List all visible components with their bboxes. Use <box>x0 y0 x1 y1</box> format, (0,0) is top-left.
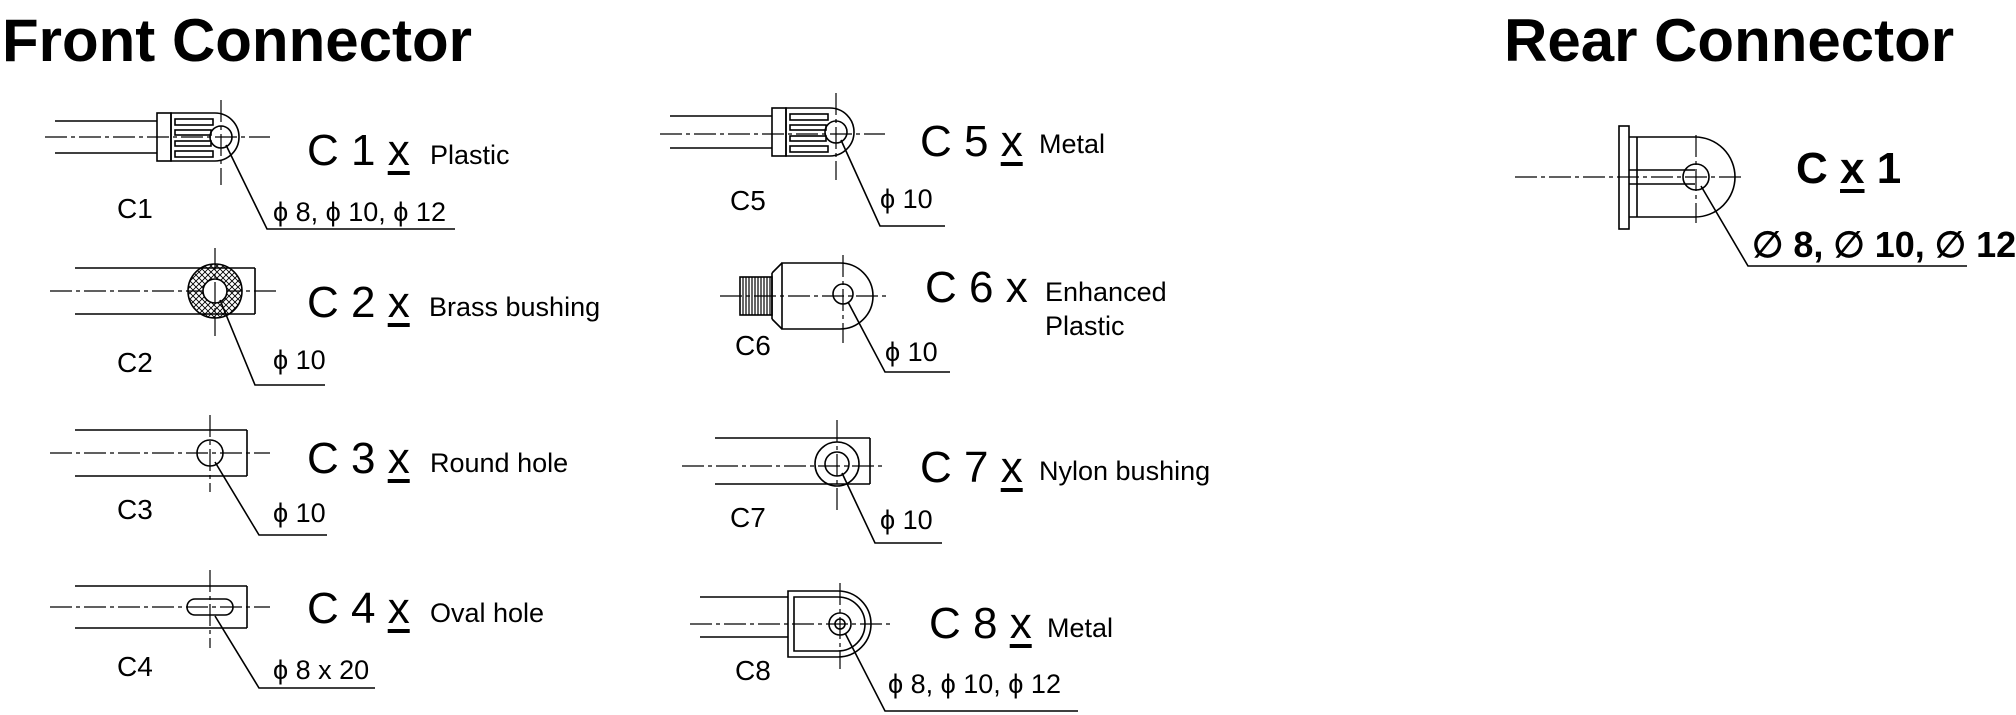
rear-connector-code: C x 1 <box>1796 145 1901 193</box>
c6-drawing <box>720 255 950 373</box>
c5-drawing <box>660 93 945 227</box>
c2-code: C 2 x <box>307 279 410 327</box>
c6-dimensions: ϕ 10 <box>885 337 938 367</box>
connector-item-c1: C1 C 1 x Plastic ϕ 8, ϕ 10, ϕ 12 <box>45 100 675 245</box>
c6-code: C 6 x <box>925 264 1028 312</box>
c3-drawing <box>50 415 327 536</box>
c3-code: C 3 x <box>307 435 410 483</box>
c4-drawing <box>50 570 375 689</box>
c8-dimensions: ϕ 8, ϕ 10, ϕ 12 <box>888 669 1061 699</box>
c5-code: C 5 x <box>920 118 1023 166</box>
c5-code-x: x <box>1000 117 1023 166</box>
c2-dimensions: ϕ 10 <box>273 345 326 375</box>
c7-drawing <box>682 420 942 544</box>
c3-code-x: x <box>387 434 410 483</box>
c3-id-label: C3 <box>117 494 153 525</box>
rear-connector-item: C x 1 ∅ 8, ∅ 10, ∅ 12 <box>1515 115 2016 267</box>
front-connector-title: Front Connector <box>2 7 472 74</box>
c7-code-text: C 7 <box>920 443 989 492</box>
rear-connector-dimensions: ∅ 8, ∅ 10, ∅ 12 <box>1752 224 2016 265</box>
c8-code-text: C 8 <box>929 599 998 648</box>
rear-connector-title: Rear Connector <box>1504 7 1955 74</box>
connector-item-c3: C3 C 3 x Round hole ϕ 10 <box>50 415 675 560</box>
c1-id-label: C1 <box>117 193 153 224</box>
c4-id-label: C4 <box>117 651 153 682</box>
c4-material: Oval hole <box>430 598 545 628</box>
c4-code-text: C 4 <box>307 584 376 633</box>
c7-id-label: C7 <box>730 502 766 533</box>
c3-material: Round hole <box>430 448 569 478</box>
connector-item-c2: C2 C 2 x Brass bushing ϕ 10 <box>50 248 675 400</box>
c6-code-text: C 6 <box>925 263 994 312</box>
c8-drawing <box>690 583 1078 712</box>
connector-item-c4: C4 C 4 x Oval hole ϕ 8 x 20 <box>50 570 675 710</box>
c1-material: Plastic <box>430 140 510 170</box>
rear-code-suffix: 1 <box>1876 144 1902 193</box>
c1-code-x: x <box>387 126 410 175</box>
c7-dimensions: ϕ 10 <box>880 505 933 535</box>
c2-code-text: C 2 <box>307 278 376 327</box>
c2-code-x: x <box>387 278 410 327</box>
c8-code: C 8 x <box>929 600 1032 648</box>
c8-id-label: C8 <box>735 655 771 686</box>
c1-code-text: C 1 <box>307 126 376 175</box>
c5-code-text: C 5 <box>920 117 989 166</box>
connector-item-c5: C5 C 5 x Metal ϕ 10 <box>660 93 1290 238</box>
c7-material: Nylon bushing <box>1039 456 1211 486</box>
connector-item-c7: C7 C 7 x Nylon bushing ϕ 10 <box>670 420 1290 560</box>
c7-code: C 7 x <box>920 444 1023 492</box>
c5-id-label: C5 <box>730 185 766 216</box>
connector-item-c8: C8 C 8 x Metal ϕ 8, ϕ 10, ϕ 12 <box>670 575 1290 715</box>
c2-id-label: C2 <box>117 347 153 378</box>
c3-code-text: C 3 <box>307 434 376 483</box>
c4-code-x: x <box>387 584 410 633</box>
c1-code: C 1 x <box>307 127 410 175</box>
c6-code-x: x <box>1005 263 1028 312</box>
c3-dimensions: ϕ 10 <box>273 498 326 528</box>
c4-dimensions: ϕ 8 x 20 <box>273 655 370 685</box>
c4-code: C 4 x <box>307 585 410 633</box>
c2-material: Brass bushing <box>429 292 601 322</box>
c6-material: Enhanced Plastic <box>1045 277 1167 341</box>
c7-code-x: x <box>1000 443 1023 492</box>
c8-code-x: x <box>1009 599 1032 648</box>
c8-material: Metal <box>1047 613 1114 643</box>
c1-drawing <box>45 100 455 230</box>
c1-dimensions: ϕ 8, ϕ 10, ϕ 12 <box>273 197 446 227</box>
c6-id-label: C6 <box>735 330 771 361</box>
c5-dimensions: ϕ 10 <box>880 184 933 214</box>
c2-drawing <box>50 248 325 386</box>
rear-code-x: x <box>1840 144 1865 193</box>
rear-connector-drawing <box>1515 125 1967 267</box>
connector-item-c6: C6 C 6 x Enhanced Plastic ϕ 10 <box>670 255 1290 395</box>
rear-code-prefix: C <box>1796 144 1828 193</box>
c5-material: Metal <box>1039 129 1106 159</box>
